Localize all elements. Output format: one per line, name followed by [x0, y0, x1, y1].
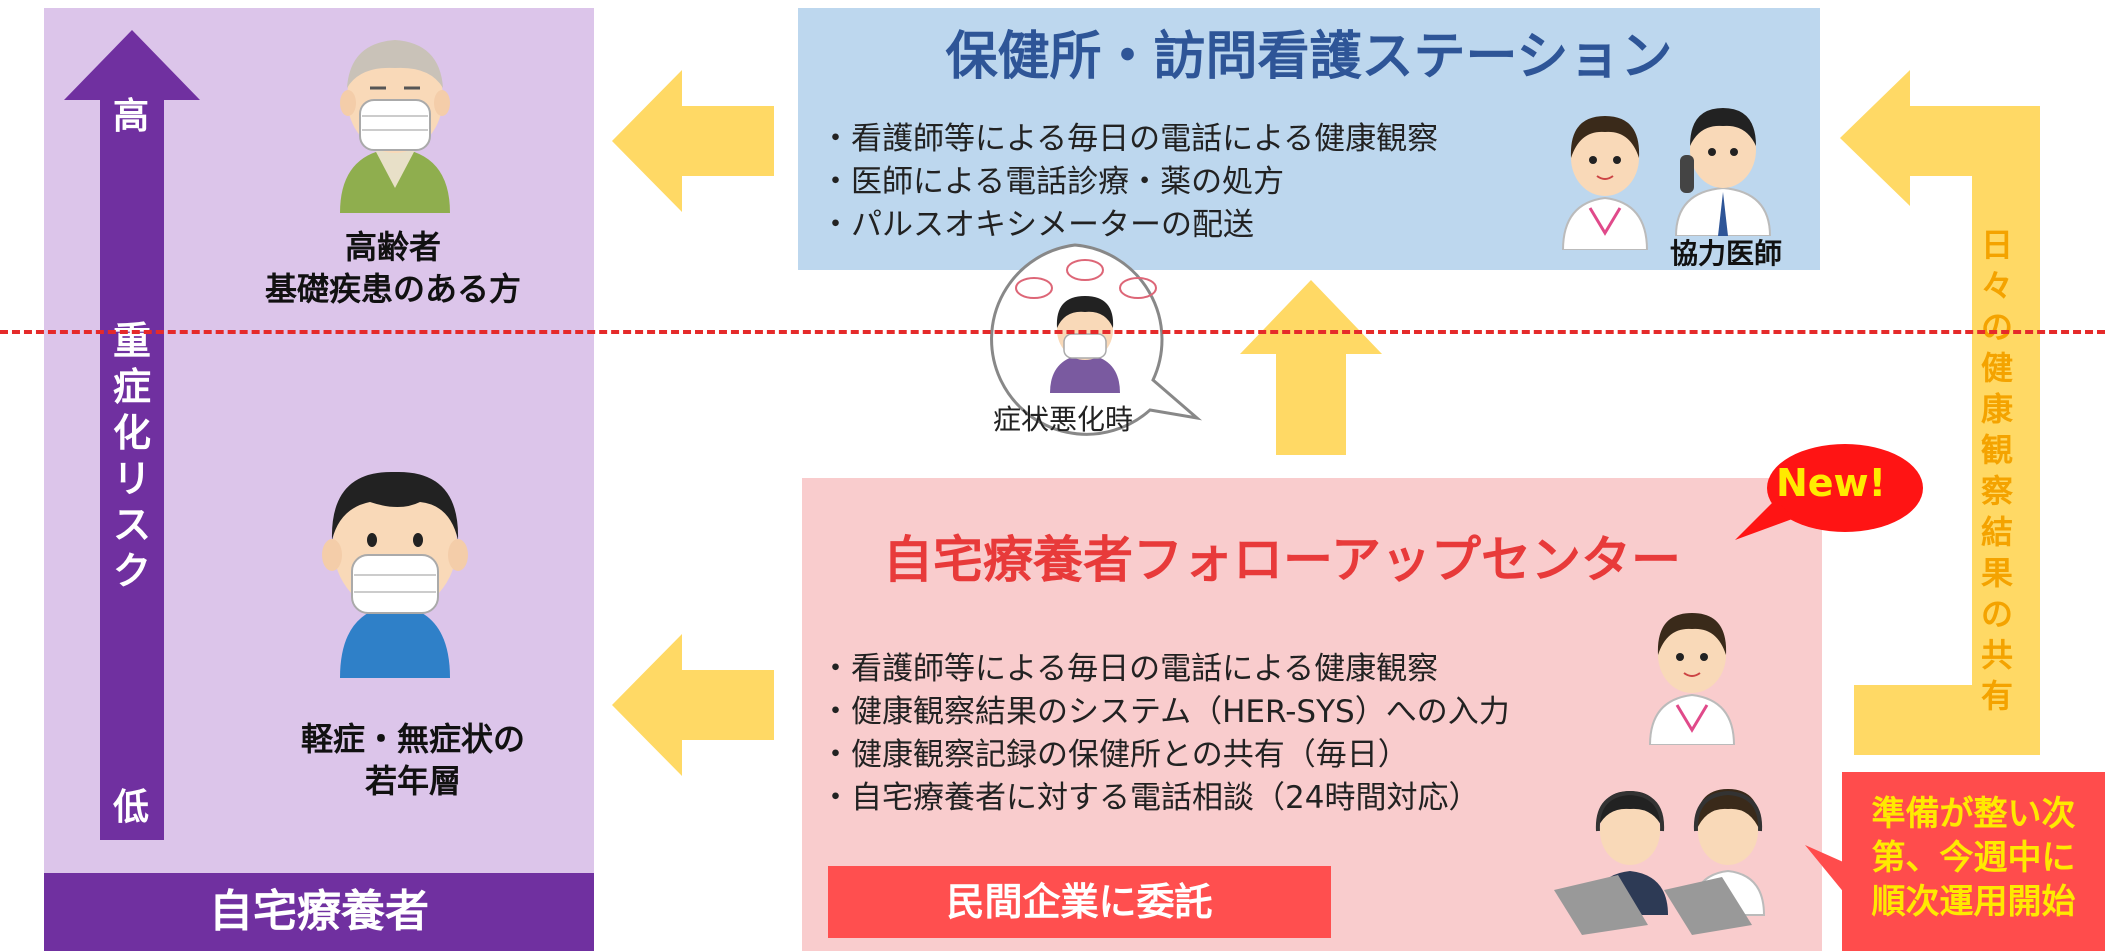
health-center-title: 保健所・訪問看護ステーション: [945, 27, 1673, 87]
new-badge: [1735, 444, 1923, 540]
arrow-left-top-icon: [612, 70, 774, 212]
call-center-operators-icon: [1554, 789, 1766, 935]
risk-high-label: 高: [113, 96, 150, 137]
arrow-left-bottom-icon: [612, 634, 774, 776]
young-label: 軽症・無症状の 若年層: [300, 720, 525, 800]
list-item: ・健康観察記録の保健所との共有（毎日）: [820, 737, 1409, 773]
list-item: ・パルスオキシメーターの配送: [820, 207, 1254, 243]
elderly-masked-icon: [340, 40, 450, 213]
list-item: ・自宅療養者に対する電話相談（24時間対応）: [820, 780, 1480, 816]
list-item: ・看護師等による毎日の電話による健康観察: [820, 651, 1439, 687]
health-center-bullets: ・看護師等による毎日の電話による健康観察 ・医師による電話診療・薬の処方 ・パル…: [820, 118, 1438, 247]
arrow-up-icon: [1240, 280, 1382, 455]
symptom-label: 症状悪化時: [992, 403, 1133, 436]
entrust-label: 民間企業に委託: [828, 866, 1331, 938]
nurse-icon: [1648, 613, 1736, 745]
doctor-phone-icon: [1674, 108, 1772, 236]
young-masked-icon: [322, 471, 468, 678]
sick-person-icon: [1015, 259, 1157, 393]
risk-label: 重症化リスク: [112, 319, 151, 593]
divider-line: [0, 330, 2105, 334]
followup-center-title: 自宅療養者フォローアップセンター: [883, 531, 1681, 589]
prep-note: 準備が整い次 第、今週中に 順次運用開始: [1842, 772, 2105, 951]
list-item: ・健康観察結果のシステム（HER-SYS）への入力: [820, 694, 1510, 730]
sharing-label: 日々の健康観察結果の共有: [1980, 226, 2013, 715]
list-item: ・医師による電話診療・薬の処方: [820, 164, 1285, 200]
prep-note-pointer: [1805, 845, 1850, 900]
doctor-label: 協力医師: [1670, 237, 1783, 270]
list-item: ・看護師等による毎日の電話による健康観察: [820, 121, 1439, 157]
nurse-icon: [1561, 116, 1649, 250]
new-badge-label: New!: [1775, 461, 1886, 505]
risk-low-label: 低: [113, 787, 150, 828]
followup-center-bullets: ・看護師等による毎日の電話による健康観察 ・健康観察結果のシステム（HER-SY…: [820, 648, 1510, 820]
sharing-arrow-icon: [1840, 70, 2040, 755]
elderly-label: 高齢者 基礎疾患のある方: [264, 228, 521, 308]
risk-arrow-icon: [64, 30, 200, 840]
health-center-box: [798, 8, 1820, 270]
home-care-label: 自宅療養者: [44, 873, 594, 951]
